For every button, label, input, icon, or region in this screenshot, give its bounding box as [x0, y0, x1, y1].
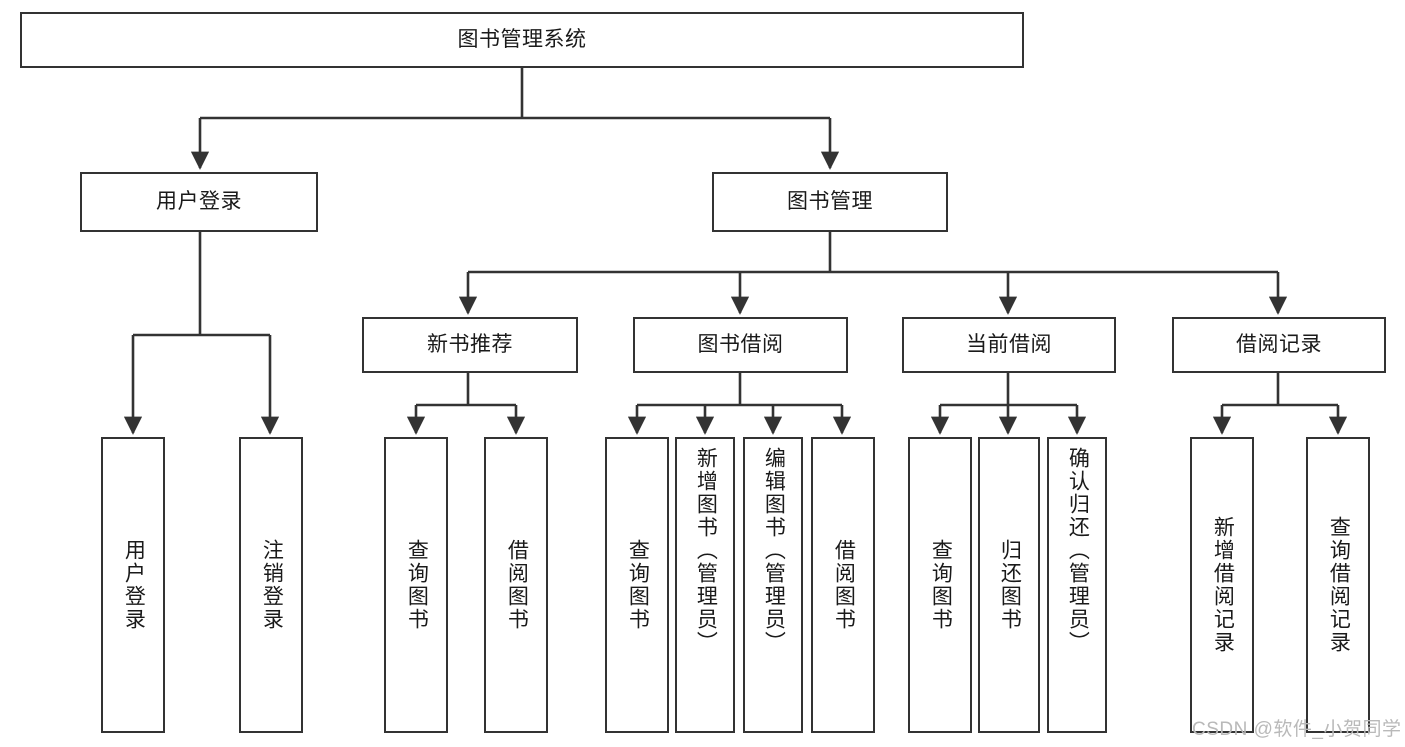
node-new-book-rec[interactable]: 新书推荐 [362, 317, 578, 373]
node-new-book-rec-label: 新书推荐 [427, 332, 513, 356]
node-book-mgmt[interactable]: 图书管理 [712, 172, 948, 232]
leaf-br-add[interactable]: 新增借阅记录 [1190, 437, 1254, 733]
leaf-user-login[interactable]: 用户登录 [101, 437, 165, 733]
node-user-login-label: 用户登录 [156, 189, 242, 213]
leaf-rec-query[interactable]: 查询图书 [384, 437, 448, 733]
leaf-bb-query[interactable]: 查询图书 [605, 437, 669, 733]
leaf-cb-confirm-label: 确认归还（管理员） [1066, 447, 1090, 654]
node-book-borrow[interactable]: 图书借阅 [633, 317, 848, 373]
node-book-borrow-label: 图书借阅 [697, 332, 784, 356]
leaf-rec-query-label: 查询图书 [405, 539, 429, 631]
leaf-logout[interactable]: 注销登录 [239, 437, 303, 733]
leaf-bb-query-label: 查询图书 [626, 539, 650, 631]
leaf-user-login-label: 用户登录 [122, 539, 146, 631]
node-user-login[interactable]: 用户登录 [80, 172, 318, 232]
leaf-br-query[interactable]: 查询借阅记录 [1306, 437, 1370, 733]
leaf-logout-label: 注销登录 [260, 539, 284, 631]
leaf-bb-add[interactable]: 新增图书（管理员） [675, 437, 735, 733]
node-borrow-record-label: 借阅记录 [1236, 332, 1322, 356]
node-root[interactable]: 图书管理系统 [20, 12, 1024, 68]
leaf-rec-borrow[interactable]: 借阅图书 [484, 437, 548, 733]
leaf-bb-borrow[interactable]: 借阅图书 [811, 437, 875, 733]
leaf-rec-borrow-label: 借阅图书 [505, 539, 529, 631]
leaf-br-add-label: 新增借阅记录 [1211, 516, 1235, 654]
node-root-label: 图书管理系统 [457, 27, 587, 51]
node-current-borrow-label: 当前借阅 [966, 332, 1052, 356]
leaf-bb-edit[interactable]: 编辑图书（管理员） [743, 437, 803, 733]
leaf-cb-query[interactable]: 查询图书 [908, 437, 972, 733]
leaf-bb-borrow-label: 借阅图书 [832, 539, 856, 631]
leaf-br-query-label: 查询借阅记录 [1327, 516, 1351, 654]
watermark: CSDN @软件_小贺同学 [1192, 719, 1402, 740]
node-book-mgmt-label: 图书管理 [787, 189, 873, 213]
leaf-cb-query-label: 查询图书 [929, 539, 953, 631]
node-current-borrow[interactable]: 当前借阅 [902, 317, 1116, 373]
leaf-cb-confirm[interactable]: 确认归还（管理员） [1047, 437, 1107, 733]
leaf-bb-add-label: 新增图书（管理员） [694, 447, 718, 654]
leaf-cb-return-label: 归还图书 [998, 539, 1022, 631]
node-borrow-record[interactable]: 借阅记录 [1172, 317, 1386, 373]
leaf-cb-return[interactable]: 归还图书 [978, 437, 1040, 733]
leaf-bb-edit-label: 编辑图书（管理员） [762, 447, 786, 654]
